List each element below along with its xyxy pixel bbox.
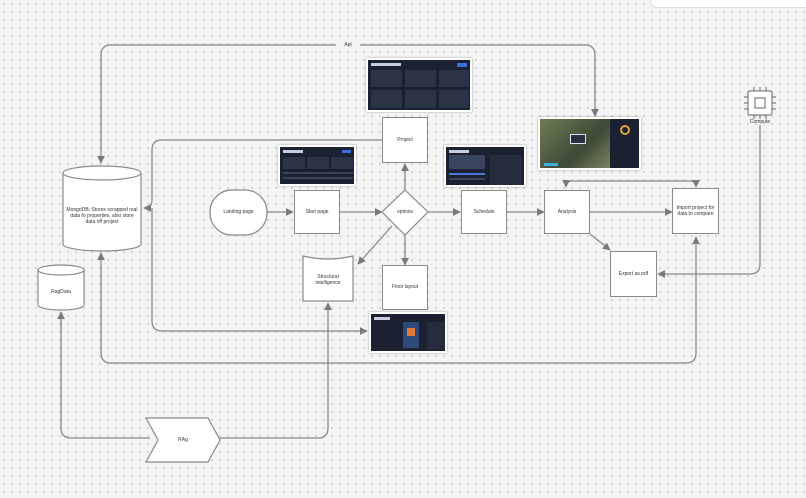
options-decision-node [381,189,429,236]
compute-chip-icon [744,87,776,119]
start-page-label: Start page [305,208,329,215]
api-label: Api [336,41,360,49]
schedule-screenshot-thumbnail [444,145,526,187]
mongodb-to-floor-shot-connector [151,208,368,335]
schedule-label: Schedule [473,208,495,215]
mongodb-cylinder [62,165,142,252]
import-project-node [672,188,719,234]
compute-label: Compute [749,118,771,125]
structural-intelligence-node [302,255,354,302]
project-label: Project [397,136,413,143]
landing-page-label: Landing page [223,208,254,215]
start-page-screenshot-thumbnail [278,145,356,186]
floor-layout-screenshot-thumbnail [369,312,447,353]
options-to-structural-connector [357,225,393,265]
project-to-mongodb-connector [143,139,382,212]
options-label: options [396,208,414,215]
mongodb-import-loop-connector [97,236,700,364]
ragdata-cylinder [37,264,85,311]
project-node [382,117,428,163]
project-screenshot-thumbnail [366,58,472,112]
rag-node [144,417,221,463]
analysis-node [544,190,590,234]
schedule-node [461,190,507,234]
landing-page-node [209,189,268,236]
import-analysis-connector [562,179,700,188]
rag-label: RAg [178,436,188,443]
start-page-node [294,190,340,234]
floor-layout-node [382,265,428,310]
canvas-top-panel [650,0,806,8]
ragdata-to-rag-connector [60,312,150,439]
analysis-label: Analysis [557,208,577,215]
import-project-label: Import project for data to compare [676,204,715,217]
analysis-map-screenshot-thumbnail [538,117,641,170]
analysis-to-export-connector [589,233,611,251]
compute-to-export-connector [657,125,761,278]
floor-layout-label: Floor layout [391,284,419,291]
mongodb-label: MongoDB: Stores scrapped real data fo pr… [66,206,138,226]
structural-intelligence-label: Structural intelligence [315,273,341,286]
rag-to-structural-connector [218,302,332,439]
export-pdf-label: Export as pdf [618,270,649,277]
export-pdf-node [610,251,657,297]
ragdata-label: RagData [51,288,71,295]
